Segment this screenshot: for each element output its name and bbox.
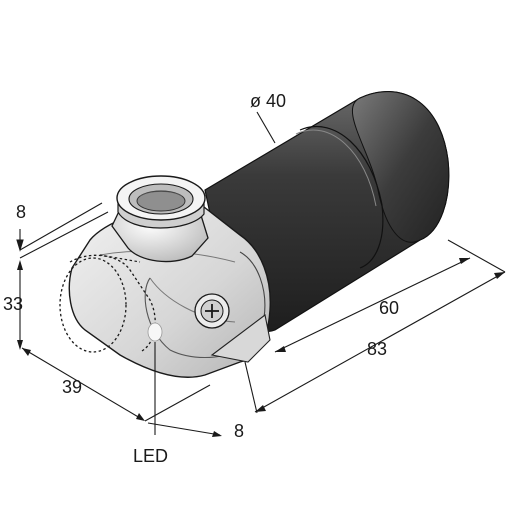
height-label: 33 — [3, 294, 23, 314]
overall-length-label: 83 — [367, 339, 387, 359]
connector-gland — [111, 175, 209, 263]
labels: ø 40 8 33 39 8 60 83 LED — [3, 91, 399, 466]
diameter-label: ø 40 — [250, 91, 286, 111]
dimension-lines — [16, 111, 506, 437]
barrel-length-label: 60 — [379, 298, 399, 318]
bottom-offset-label: 8 — [234, 421, 244, 441]
sensing-face — [59, 254, 163, 353]
terminal-screw — [194, 293, 230, 329]
sensor-head — [68, 199, 271, 378]
top-offset-label: 8 — [16, 202, 26, 222]
depth-label: 39 — [62, 377, 82, 397]
led-label: LED — [133, 446, 168, 466]
